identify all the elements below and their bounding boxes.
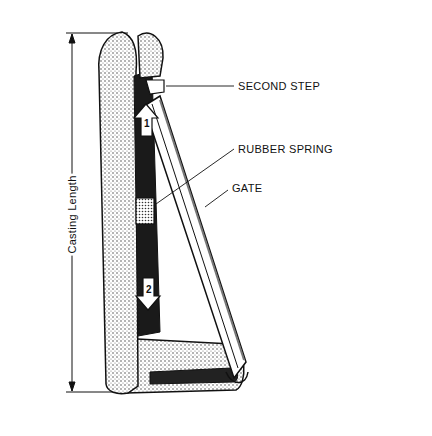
second-step (146, 80, 164, 94)
arrow-up (134, 104, 158, 136)
hook-notch (150, 368, 238, 384)
leader-lines (156, 86, 234, 207)
arrow-down (136, 278, 160, 310)
part-label: GATE (232, 183, 262, 194)
part-label: RUBBER SPRING (238, 144, 333, 155)
spine (99, 32, 138, 394)
part-label: SECOND STEP (238, 81, 320, 92)
gate (144, 96, 246, 378)
callout-number: 1 (144, 119, 150, 129)
callout-number: 2 (146, 285, 152, 295)
dimension-label: Casting Length (66, 173, 77, 255)
rubber-spring (136, 198, 154, 224)
nose (138, 33, 163, 78)
